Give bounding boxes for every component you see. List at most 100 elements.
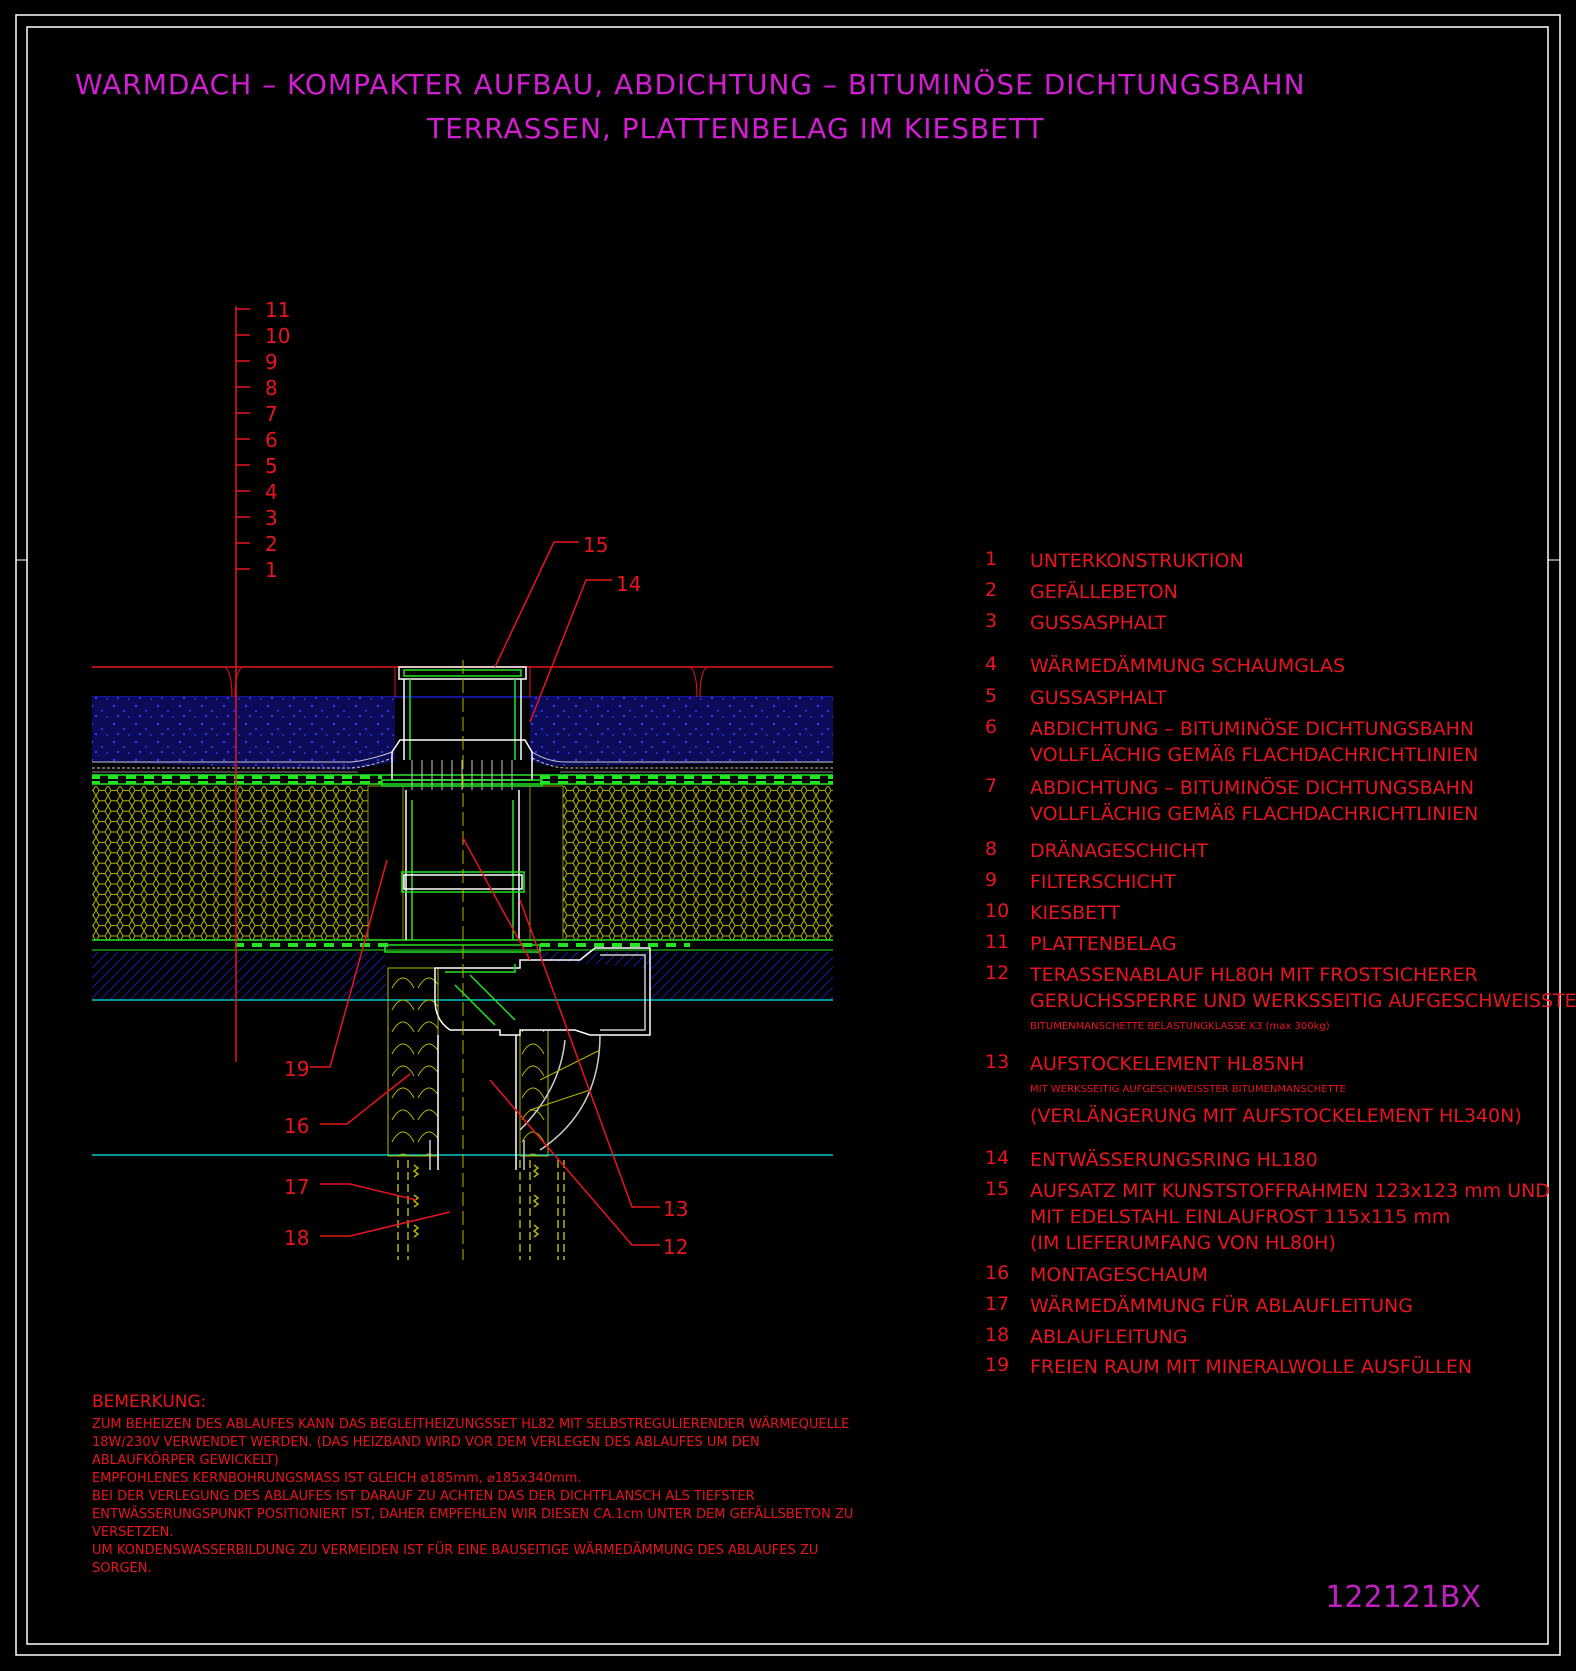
legend-line: VOLLFLÄCHIG GEMÄß FLACHDACHRICHTLINIEN xyxy=(1030,803,1479,825)
legend-number: 13 xyxy=(985,1051,1010,1073)
pipe-insulation xyxy=(397,1160,565,1260)
mineral-wool-right xyxy=(519,1029,549,1157)
legend-description: DRÄNAGESCHICHT xyxy=(1030,838,1208,864)
remarks-line: UM KONDENSWASSERBILDUNG ZU VERMEIDEN IST… xyxy=(92,1543,819,1558)
remarks-line: SORGEN. xyxy=(92,1561,152,1576)
drawing-number: 122121BX xyxy=(1325,1580,1481,1615)
legend-number: 16 xyxy=(985,1262,1010,1284)
legend-number: 17 xyxy=(985,1293,1010,1315)
legend-number: 3 xyxy=(985,610,998,632)
legend-description: UNTERKONSTRUKTION xyxy=(1030,548,1244,574)
remarks-line: EMPFOHLENES KERNBOHRUNGSMASS IST GLEICH … xyxy=(92,1471,582,1486)
legend-line: KIESBETT xyxy=(1030,902,1121,924)
leader-14 xyxy=(529,579,612,723)
legend-number: 12 xyxy=(985,962,1010,984)
legend-number: 8 xyxy=(985,838,998,860)
scale-label: 3 xyxy=(265,506,278,530)
legend-number: 5 xyxy=(985,685,998,707)
legend-line: FREIEN RAUM MIT MINERALWOLLE AUSFÜLLEN xyxy=(1030,1356,1473,1378)
legend-line: (IM LIEFERUMFANG VON HL80H) xyxy=(1030,1232,1336,1254)
legend-number: 6 xyxy=(985,716,998,738)
callout-15: 15 xyxy=(583,533,608,557)
callout-13: 13 xyxy=(663,1197,688,1221)
legend-line: GERUCHSSPERRE UND WERKSSEITIG AUFGESCHWE… xyxy=(1030,990,1576,1012)
callout-16: 16 xyxy=(284,1114,309,1138)
legend-line: VOLLFLÄCHIG GEMÄß FLACHDACHRICHTLINIEN xyxy=(1030,744,1479,766)
scale-label: 2 xyxy=(265,532,278,556)
legend-description: ABDICHTUNG – BITUMINÖSE DICHTUNGSBAHN VOL… xyxy=(1030,716,1478,768)
screed-right xyxy=(535,952,833,1000)
insulation-gap-right xyxy=(529,785,564,941)
callout-19: 19 xyxy=(284,1057,309,1081)
legend-extra: (VERLÄNGERUNG MIT AUFSTOCKELEMENT HL340N… xyxy=(1030,1105,1522,1127)
legend-description: ABLAUFLEITUNG xyxy=(1030,1324,1188,1350)
insulation-right xyxy=(563,786,833,940)
callout-14: 14 xyxy=(616,572,641,596)
legend-description: ENTWÄSSERUNGSRING HL180 xyxy=(1030,1147,1318,1173)
mineral-wool xyxy=(387,967,439,1157)
legend-line: FILTERSCHICHT xyxy=(1030,871,1176,893)
legend-number: 4 xyxy=(985,653,998,675)
remarks-line: ZUM BEHEIZEN DES ABLAUFES KANN DAS BEGLE… xyxy=(92,1417,850,1432)
scale-label: 11 xyxy=(265,298,290,322)
leader-16 xyxy=(320,1073,411,1125)
remarks-line: 18W/230V VERWENDET WERDEN. (DAS HEIZBAND… xyxy=(92,1435,760,1450)
scale-label: 10 xyxy=(265,324,290,348)
leader-19 xyxy=(310,859,388,1068)
leader-15 xyxy=(494,541,579,668)
legend-description: KIESBETT xyxy=(1030,900,1120,926)
callout-17: 17 xyxy=(284,1175,309,1199)
leader-lines xyxy=(310,541,660,1246)
legend-line: UNTERKONSTRUKTION xyxy=(1030,550,1244,572)
legend-line: WÄRMEDÄMMUNG SCHAUMGLAS xyxy=(1030,655,1346,677)
gravel-bed xyxy=(92,697,395,770)
leader-centre xyxy=(462,837,531,961)
legend-number: 11 xyxy=(985,931,1010,953)
legend-line: AUFSATZ MIT KUNSTSTOFFRAHMEN 123x123 mm … xyxy=(1030,1180,1550,1202)
scale-label: 7 xyxy=(265,402,278,426)
legend-description: GUSSASPHALT xyxy=(1030,685,1166,711)
legend-description: AUFSATZ MIT KUNSTSTOFFRAHMEN 123x123 mm … xyxy=(1030,1178,1550,1256)
leader-13 xyxy=(519,899,660,1208)
drawing-title-line-2: TERRASSEN, PLATTENBELAG IM KIESBETT xyxy=(427,112,1045,145)
legend-line: ABLAUFLEITUNG xyxy=(1030,1326,1188,1348)
leader-17 xyxy=(320,1183,417,1201)
insulation-left xyxy=(92,786,368,940)
legend-line: MIT EDELSTAHL EINLAUFROST 115x115 mm xyxy=(1030,1206,1451,1228)
remarks-line: BEI DER VERLEGUNG DES ABLAUFES IST DARAU… xyxy=(92,1489,755,1504)
insulation-gap-left xyxy=(367,785,404,941)
legend-line: ABDICHTUNG – BITUMINÖSE DICHTUNGSBAHN xyxy=(1030,718,1475,740)
scale-label: 4 xyxy=(265,480,278,504)
remarks-body: ZUM BEHEIZEN DES ABLAUFES KANN DAS BEGLE… xyxy=(92,1416,922,1578)
scale-label: 9 xyxy=(265,350,278,374)
legend-number: 9 xyxy=(985,869,998,891)
leader-18 xyxy=(320,1211,451,1237)
legend-number: 1 xyxy=(985,548,998,570)
legend-description: FREIEN RAUM MIT MINERALWOLLE AUSFÜLLEN xyxy=(1030,1354,1472,1380)
remarks-line: ENTWÄSSERUNGSPUNKT POSITIONIERT IST, DAH… xyxy=(92,1507,854,1522)
scale-label: 5 xyxy=(265,454,278,478)
legend-line: DRÄNAGESCHICHT xyxy=(1030,840,1209,862)
drawing-title-line-1: WARMDACH – KOMPAKTER AUFBAU, ABDICHTUNG … xyxy=(75,68,1306,101)
legend-line: GEFÄLLEBETON xyxy=(1030,581,1178,603)
callout-12: 12 xyxy=(663,1235,688,1259)
callout-18: 18 xyxy=(284,1226,309,1250)
legend-note: MIT WERKSSEITIG AUFGESCHWEISSTER BITUMEN… xyxy=(1030,1084,1346,1095)
legend-note: BITUMENMANSCHETTE BELASTUNGKLASSE K3 (ma… xyxy=(1030,1021,1330,1032)
legend-number: 18 xyxy=(985,1324,1010,1346)
scale-label: 8 xyxy=(265,376,278,400)
legend-description: PLATTENBELAG xyxy=(1030,931,1177,957)
remarks-line: ABLAUFKÖRPER GEWICKELT) xyxy=(92,1453,279,1468)
legend-line: AUFSTOCKELEMENT HL85NH xyxy=(1030,1053,1305,1075)
scale-label: 1 xyxy=(265,558,278,582)
remarks-heading: BEMERKUNG: xyxy=(92,1392,207,1412)
legend-number: 7 xyxy=(985,775,998,797)
remarks-line: VERSETZEN. xyxy=(92,1525,174,1540)
legend-description: MONTAGESCHAUM xyxy=(1030,1262,1208,1288)
screed-left xyxy=(92,952,388,1000)
legend-description: FILTERSCHICHT xyxy=(1030,869,1176,895)
